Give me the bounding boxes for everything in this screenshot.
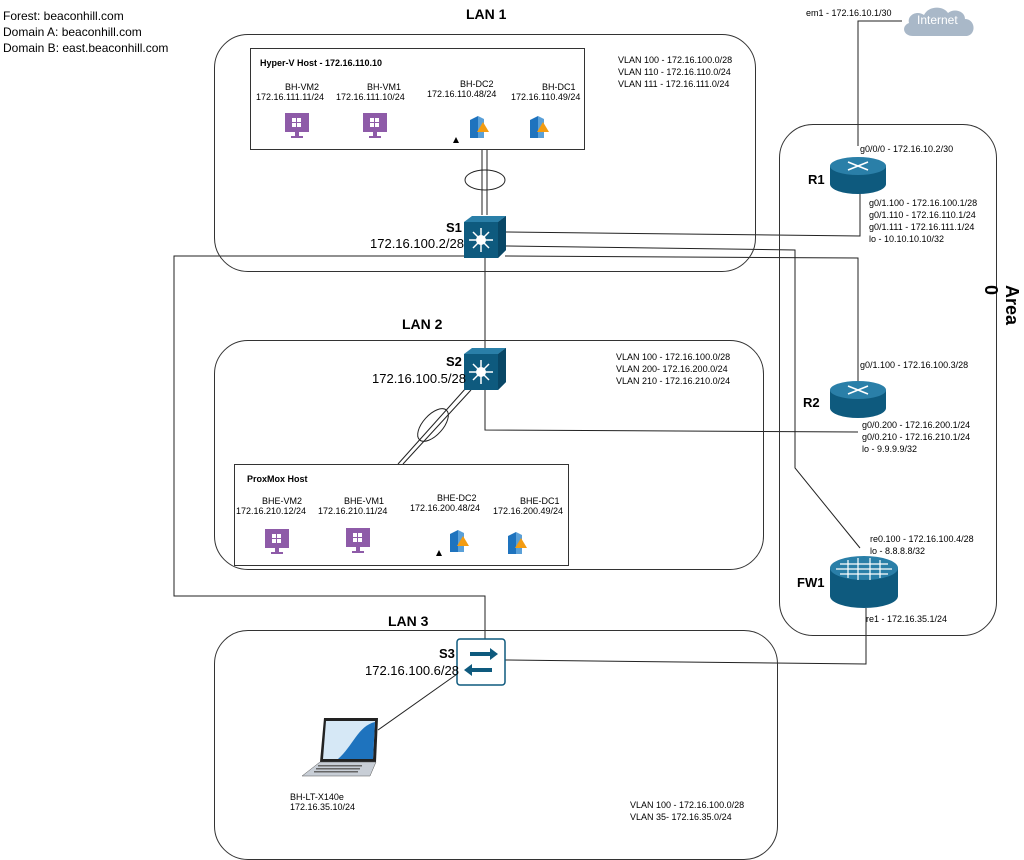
lan2-vlan-210: VLAN 210 - 172.16.210.0/24 (616, 376, 731, 386)
area0-label: Area 0 (981, 285, 1022, 326)
lan3-title: LAN 3 (388, 613, 429, 629)
lan2-dc-name: BHE-DC1 (520, 496, 560, 506)
area0-box (779, 124, 997, 636)
lan1-vm-ip: 172.16.111.11/24 (256, 92, 325, 102)
r1-iface: g0/1.100 - 172.16.100.1/28 (869, 198, 978, 208)
lan2-vm-name: BHE-VM2 (262, 496, 303, 506)
laptop-ip: 172.16.35.10/24 (290, 802, 356, 812)
lan1-title: LAN 1 (466, 6, 507, 22)
lan1-dc-ip: 172.16.110.48/24 (427, 89, 497, 99)
s1-r2-link (504, 255, 859, 410)
s3-ip: 172.16.100.6/28 (365, 663, 459, 678)
domain-controller-icon (470, 116, 489, 138)
domain-controller-icon (508, 532, 527, 554)
r1-name: R1 (808, 172, 825, 187)
lan1-dc-ip: 172.16.110.49/24 (511, 92, 581, 102)
lan1-dc-name: BH-DC2 (460, 79, 494, 89)
windows-vm-icon (346, 528, 370, 553)
lan1-box (214, 34, 756, 272)
r1-iface: lo - 10.10.10.10/32 (869, 234, 945, 244)
lan1-vm-name: BH-VM2 (285, 82, 320, 92)
em1-label: em1 - 172.16.10.1/30 (806, 8, 892, 18)
lan3-vlan-35: VLAN 35- 172.16.35.0/24 (630, 812, 732, 822)
lan2-vlan-200: VLAN 200- 172.16.200.0/24 (616, 364, 728, 374)
r2-iface: g0/0.200 - 172.16.200.1/24 (862, 420, 971, 430)
lan1-vlan-110: VLAN 110 - 172.16.110.0/24 (618, 67, 731, 77)
layer3-switch-icon[interactable] (462, 214, 508, 260)
r1-iface: g0/1.111 - 172.16.111.1/24 (869, 222, 975, 232)
windows-vm-icon (285, 113, 309, 138)
s3-laptop-link (377, 671, 461, 731)
s1-name: S1 (446, 220, 462, 235)
lan1-vm-name: BH-VM1 (367, 82, 402, 92)
cursor-icon (436, 550, 442, 556)
lan2-box (214, 340, 764, 570)
lan1-vlan-100: VLAN 100 - 172.16.100.0/28 (618, 55, 733, 65)
r2-iface: g0/0.210 - 172.16.210.1/24 (862, 432, 971, 442)
proxmox-host-title: ProxMox Host (247, 474, 308, 484)
windows-vm-icon (265, 529, 289, 554)
s3-fw1-link (504, 608, 867, 665)
lan2-vlan-100: VLAN 100 - 172.16.100.0/28 (616, 352, 731, 362)
fw1-iface: lo - 8.8.8.8/32 (870, 546, 926, 556)
lan2-dc-name: BHE-DC2 (437, 493, 477, 503)
lan1-vlan-111: VLAN 111 - 172.16.111.0/24 (618, 79, 730, 89)
forest-label: Forest: beaconhill.com (3, 9, 124, 23)
internet-label: Internet (917, 13, 958, 27)
domain-b-label: Domain B: east.beaconhill.com (3, 41, 169, 55)
r2-g01100: g0/1.100 - 172.16.100.3/28 (860, 360, 969, 370)
lan2-dc-ip: 172.16.200.49/24 (493, 506, 564, 516)
lan1-vm-ip: 172.16.111.10/24 (336, 92, 405, 102)
laptop-name: BH-LT-X140e (290, 792, 344, 802)
domain-a-label: Domain A: beaconhill.com (3, 25, 142, 39)
r1-internet-link (857, 20, 902, 146)
domain-controller-icon (450, 530, 469, 552)
lan2-vm-ip: 172.16.210.12/24 (236, 506, 307, 516)
fw1-iface: re0.100 - 172.16.100.4/28 (870, 534, 974, 544)
router-icon[interactable] (828, 156, 888, 196)
layer3-switch-icon[interactable] (462, 346, 508, 392)
r2-iface: lo - 9.9.9.9/32 (862, 444, 918, 454)
s2-name: S2 (446, 354, 462, 369)
s2-ip: 172.16.100.5/28 (372, 371, 466, 386)
s3-name: S3 (439, 646, 455, 661)
firewall-icon[interactable] (828, 554, 900, 610)
laptop-icon[interactable] (298, 716, 382, 778)
layer2-switch-icon[interactable] (456, 638, 506, 686)
s1-ip: 172.16.100.2/28 (370, 236, 464, 251)
windows-vm-icon (363, 113, 387, 138)
r1-iface: g0/1.110 - 172.16.110.1/24 (869, 210, 976, 220)
r2-name: R2 (803, 395, 820, 410)
fw1-re1: re1 - 172.16.35.1/24 (866, 614, 948, 624)
router-icon[interactable] (828, 380, 888, 420)
fw1-name: FW1 (797, 575, 825, 590)
domain-controller-icon (530, 116, 549, 138)
hyperv-host-title: Hyper-V Host - 172.16.110.10 (260, 58, 383, 68)
lag-ellipse (464, 169, 506, 191)
lan3-vlan-100: VLAN 100 - 172.16.100.0/28 (630, 800, 745, 810)
internet-cloud-icon (904, 7, 974, 36)
lan2-vm-ip: 172.16.210.11/24 (318, 506, 388, 516)
lan2-vm-name: BHE-VM1 (344, 496, 385, 506)
s1-fw1-link (504, 245, 861, 549)
lan1-dc-name: BH-DC1 (542, 82, 576, 92)
lan2-title: LAN 2 (402, 316, 443, 332)
s1-s3-link (173, 255, 486, 640)
s2-proxmox-link (397, 387, 467, 465)
lan2-dc-ip: 172.16.200.48/24 (410, 503, 481, 513)
hyperv-host-box (250, 48, 585, 150)
s2-r2-link (484, 388, 859, 433)
r1-g000: g0/0/0 - 172.16.10.2/30 (860, 144, 954, 154)
cursor-icon (453, 137, 459, 143)
